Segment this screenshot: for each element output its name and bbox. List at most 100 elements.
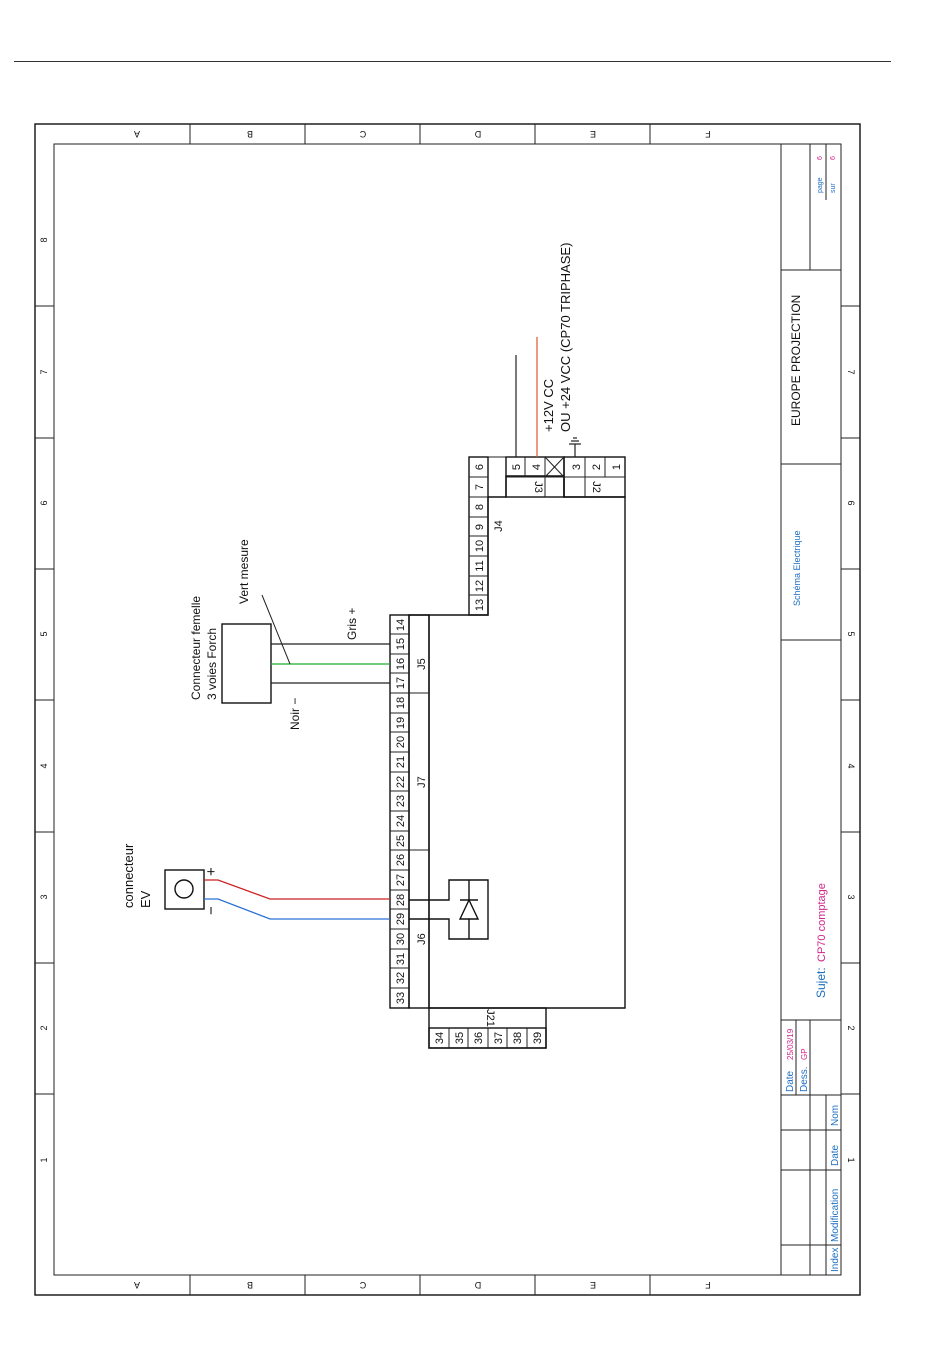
frame-row-labels-left: 8 7 6 5 4 3 2 1: [39, 237, 49, 1162]
col-label: D: [474, 1280, 481, 1290]
pin-label: 1: [611, 464, 623, 470]
pin-label: 10: [474, 540, 486, 552]
row-label: 6: [846, 500, 856, 505]
forch-label-line1: Connecteur femelle: [189, 596, 203, 700]
pin-label: 34: [434, 1032, 446, 1044]
page-header-rule: [14, 61, 891, 62]
row-label: 8: [39, 237, 49, 242]
pin-label: 25: [395, 835, 407, 847]
pin-label: 18: [395, 697, 407, 709]
pin-label: 15: [395, 638, 407, 650]
label-j7: J7: [416, 776, 428, 788]
outer-frame: [34, 123, 861, 1296]
wire-blue: [204, 898, 390, 920]
col-label: F: [705, 129, 711, 139]
pin-label: 12: [474, 580, 486, 592]
drawing-type: Schéma Electrique: [792, 530, 802, 606]
pin-label: 14: [395, 619, 407, 631]
rev-header-nom: Nom: [830, 1105, 841, 1126]
frame-grid-rows: [35, 305, 860, 1095]
pin-label: 24: [395, 815, 407, 827]
pin-label: 27: [395, 874, 407, 886]
forch-labels: Connecteur femelle 3 voies Forch Vert me…: [189, 539, 359, 730]
frame-grid-columns: [189, 124, 651, 1295]
pin-label: 5: [511, 464, 523, 470]
pin-label: 29: [395, 913, 407, 925]
row-label: 3: [39, 894, 49, 899]
pin-label: 20: [395, 736, 407, 748]
pin-strip-j3-j2: [506, 456, 625, 497]
col-label: A: [134, 129, 140, 139]
pin-numbers: 14 15 16 17 18 19 20 21 22 23 24 25 26 2…: [395, 464, 623, 1044]
label-vert-mesure: Vert mesure: [237, 539, 251, 604]
pin-strip-j21: [448, 1028, 528, 1048]
inner-frame: [53, 143, 842, 1276]
pin-label: 33: [395, 992, 407, 1004]
ev-plus-sign: +: [203, 867, 220, 876]
rev-header-index: Index: [830, 1248, 841, 1272]
pin-label: 4: [531, 464, 543, 470]
pin-label: 35: [454, 1032, 466, 1044]
forch-label-line2: 3 voies Forch: [205, 628, 219, 700]
pin-label: 23: [395, 795, 407, 807]
pin-label: 30: [395, 933, 407, 945]
forch-connector: [221, 594, 390, 704]
pin-label: 6: [474, 464, 486, 470]
power-labels: +12V CC OU +24 VCC (CP70 TRIPHASE): [541, 243, 573, 432]
rev-header-modification: Modification: [830, 1189, 841, 1242]
pin-label: 31: [395, 953, 407, 965]
pin-label: 36: [473, 1032, 485, 1044]
row-label: 2: [846, 1025, 856, 1030]
board-outline: [389, 456, 626, 1049]
row-label: 1: [846, 1157, 856, 1162]
frame-col-labels-bottom: A B C D E F: [134, 1280, 711, 1290]
sur-value: 6: [830, 156, 837, 160]
pin-strip-left: [390, 633, 429, 989]
diode-component: [409, 879, 489, 940]
pin-label: 26: [395, 854, 407, 866]
ev-label-line2: EV: [138, 890, 153, 908]
pin-label: 17: [395, 677, 407, 689]
wire-red: [204, 879, 390, 900]
pin-label: 13: [474, 599, 486, 611]
col-label: E: [590, 1280, 596, 1290]
col-label: E: [590, 129, 596, 139]
pin-label: 7: [474, 484, 486, 490]
label-j21: J21: [484, 1009, 496, 1027]
pin-label: 8: [474, 504, 486, 510]
rev-header-date: Date: [830, 1144, 841, 1166]
power-label-12v: +12V CC: [541, 379, 556, 432]
label-j2: J2: [590, 481, 602, 493]
subject-label: Sujet:: [814, 967, 828, 998]
date-label: Date: [785, 1070, 796, 1092]
power-wires: [515, 337, 581, 457]
frame-col-labels-top: A B C D E F: [134, 129, 711, 139]
dess-value: GP: [800, 1048, 809, 1060]
subject-value: CP70 comptage: [816, 883, 828, 962]
pin-label: 28: [395, 894, 407, 906]
pin-label: 39: [532, 1032, 544, 1044]
label-j3: J3: [532, 481, 544, 493]
pin-label: 21: [395, 756, 407, 768]
ev-label-line1: connecteur: [121, 843, 136, 908]
pin-strip-j4: [469, 456, 506, 596]
pin-label: 11: [474, 560, 486, 571]
row-label: 4: [39, 763, 49, 768]
title-block-texts: EUROPE PROJECTION Schéma Electrique Suje…: [785, 156, 841, 1272]
row-label: 7: [39, 369, 49, 374]
pin-label: 9: [474, 524, 486, 530]
pin-label: 38: [512, 1032, 524, 1044]
ev-connector: [164, 869, 390, 920]
row-label: 7: [846, 369, 856, 374]
col-label: C: [359, 1280, 366, 1290]
pin-label: 32: [395, 972, 407, 984]
company-name: EUROPE PROJECTION: [789, 295, 803, 426]
row-label: 5: [846, 631, 856, 636]
pin-label: 19: [395, 717, 407, 729]
row-label: 5: [39, 631, 49, 636]
power-label-24v: OU +24 VCC (CP70 TRIPHASE): [558, 243, 573, 432]
connector-labels: J5 J7 J6 J4 J3 J2 J21: [416, 481, 602, 1027]
pin-label: 16: [395, 658, 407, 670]
title-block: [780, 144, 841, 1275]
